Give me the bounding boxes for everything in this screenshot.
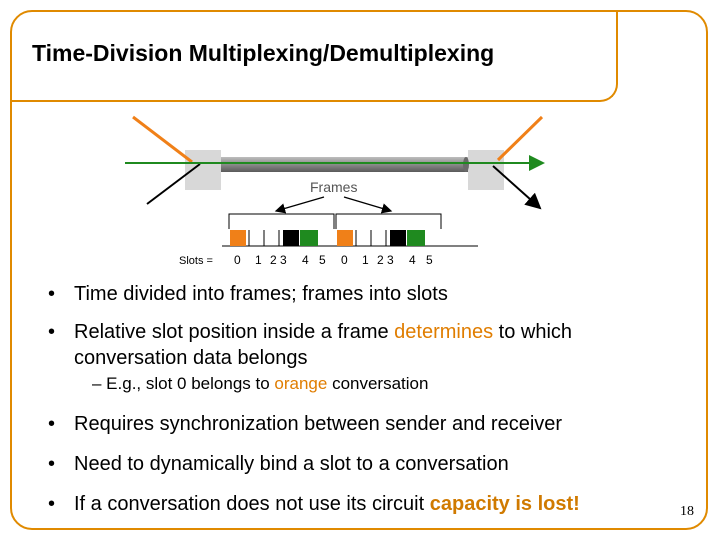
slot-num-23a: 2 3 [270, 253, 287, 267]
frames-arrow-right [343, 196, 393, 214]
frames-arrow-left [274, 196, 325, 214]
slide-title: Time-Division Multiplexing/Demultiplexin… [32, 40, 495, 66]
sub-bullet: – E.g., slot 0 belongs to orange convers… [92, 374, 428, 394]
slot-block-black-2 [390, 230, 406, 246]
black-output-line [492, 165, 542, 210]
bullet-dot: • [48, 321, 56, 343]
bullet-text: Relative slot position inside a frame de… [74, 320, 572, 344]
slot-ticks [248, 230, 387, 246]
orange-output-line [496, 115, 544, 162]
slot-num-4b: 4 [409, 253, 416, 267]
sub-bullet-text: – E.g., slot 0 belongs to [92, 374, 275, 393]
bullet-dot: • [48, 453, 56, 475]
black-input-line [146, 163, 201, 205]
slot-num-5a: 5 [319, 253, 326, 267]
link-pipe-end [463, 157, 469, 172]
frame-bracket-1 [228, 213, 335, 229]
slot-block-orange-2 [337, 230, 353, 246]
highlight-determines: determines [394, 321, 494, 343]
bullet-dot: • [48, 493, 56, 515]
slot-num-1a: 1 [255, 253, 262, 267]
frame-bracket-2 [335, 213, 442, 229]
slot-num-4a: 4 [302, 253, 309, 267]
highlight-capacity-lost: capacity is lost! [429, 493, 580, 515]
bullet-text-part: If a conversation does not use its circu… [74, 493, 430, 515]
slot-block-green-1 [300, 230, 318, 246]
bullet-text: Need to dynamically bind a slot to a con… [74, 453, 509, 475]
highlight-orange: orange [274, 374, 328, 393]
slot-num-23b: 2 3 [377, 253, 394, 267]
bullet-text-part: to which [493, 321, 573, 343]
bullet-text: Requires synchronization between sender … [74, 413, 563, 435]
bullet-dot: • [48, 283, 56, 305]
orange-input-line [132, 115, 193, 164]
frames-label: Frames [310, 179, 357, 195]
bullet-text-part: Relative slot position inside a frame [74, 321, 395, 343]
sub-bullet-text: conversation [327, 374, 429, 393]
bullet-text: If a conversation does not use its circu… [74, 492, 580, 516]
slot-num-0b: 0 [341, 253, 348, 267]
slide-frame [10, 10, 708, 530]
slots-label: Slots = [179, 255, 213, 267]
slot-block-green-2 [407, 230, 425, 246]
link-pipe [221, 157, 468, 172]
bullet-text: conversation data belongs [74, 347, 308, 369]
slot-block-black-1 [283, 230, 299, 246]
slot-num-0a: 0 [234, 253, 241, 267]
slot-block-orange-1 [230, 230, 246, 246]
bullet-text: Time divided into frames; frames into sl… [74, 283, 448, 305]
slot-num-1b: 1 [362, 253, 369, 267]
title-box [10, 10, 618, 102]
slot-num-5b: 5 [426, 253, 433, 267]
bullet-dot: • [48, 413, 56, 435]
page-number: 18 [680, 504, 694, 519]
